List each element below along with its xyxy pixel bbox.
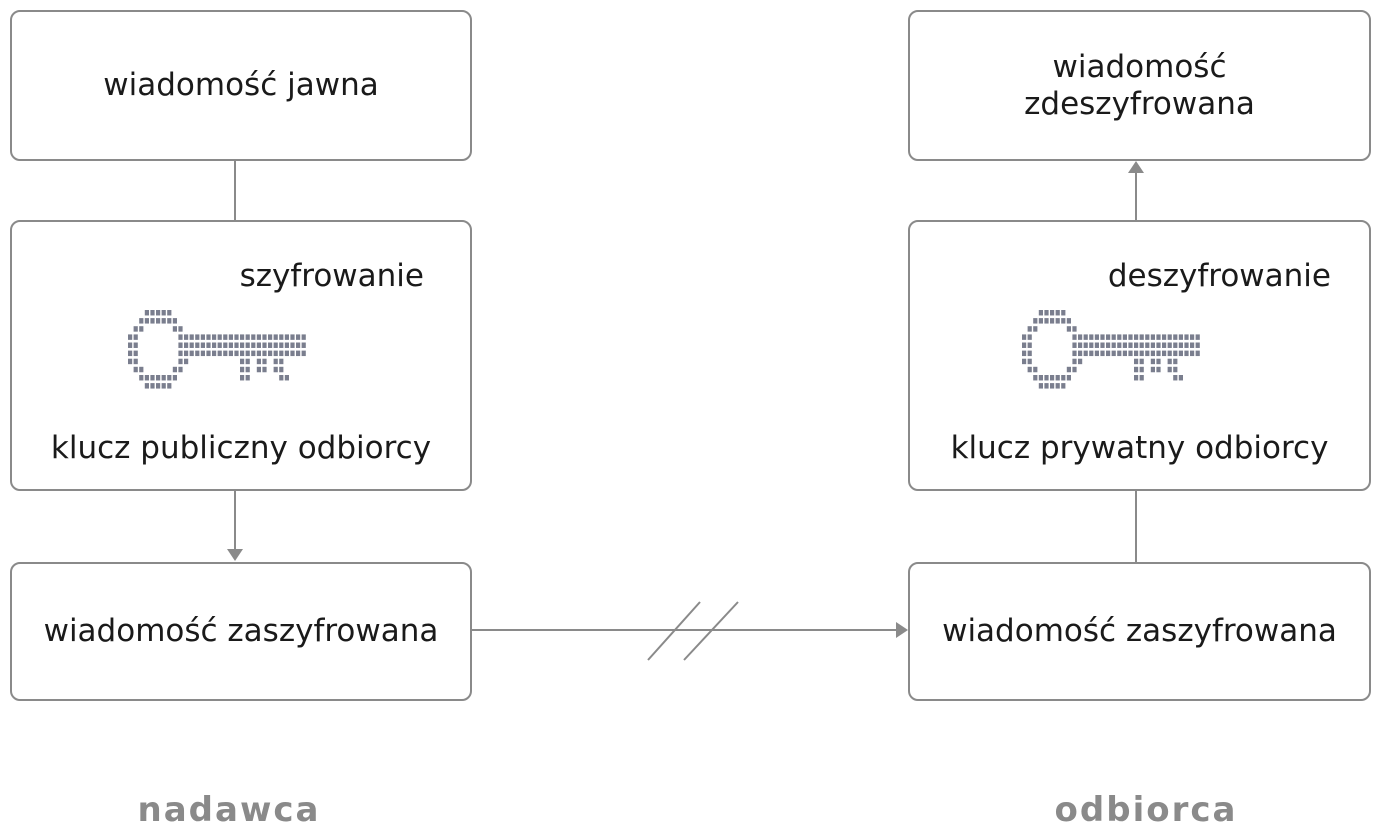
encrypted-message-box-sender: wiadomość zaszyfrowana [10, 562, 472, 701]
interruption-icon [683, 601, 739, 661]
private-key-label: klucz prywatny odbiorcy [950, 430, 1329, 466]
decryption-title: deszyfrowanie [1107, 258, 1331, 294]
plain-message-box: wiadomość jawna [10, 10, 472, 161]
receiver-caption: odbiorca [1054, 790, 1238, 830]
decryption-box: deszyfrowanie klucz prywatny odbiorcy [908, 220, 1371, 491]
encryption-title: szyfrowanie [239, 258, 424, 294]
key-icon [1022, 310, 1200, 389]
encryption-box: szyfrowanie klucz publiczny odbiorcy [10, 220, 472, 491]
sender-caption: nadawca [137, 790, 321, 830]
public-key-label: klucz publiczny odbiorcy [50, 430, 432, 466]
encrypted-message-label-receiver: wiadomość zaszyfrowana [942, 613, 1337, 649]
arrow-right-icon [896, 622, 908, 638]
key-icon [128, 310, 306, 389]
decrypted-message-line1: wiadomość [1052, 48, 1227, 85]
decrypted-message-line2: zdeszyfrowana [1024, 85, 1255, 122]
encrypted-message-box-receiver: wiadomość zaszyfrowana [908, 562, 1371, 701]
encrypted-message-label-sender: wiadomość zaszyfrowana [43, 613, 439, 649]
arrow-up-icon [1128, 161, 1144, 173]
arrow-down-icon [227, 549, 243, 561]
plain-message-label: wiadomość jawna [103, 67, 379, 103]
interruption-icon [647, 601, 701, 661]
decrypted-message-box: wiadomość zdeszyfrowana [908, 10, 1371, 161]
